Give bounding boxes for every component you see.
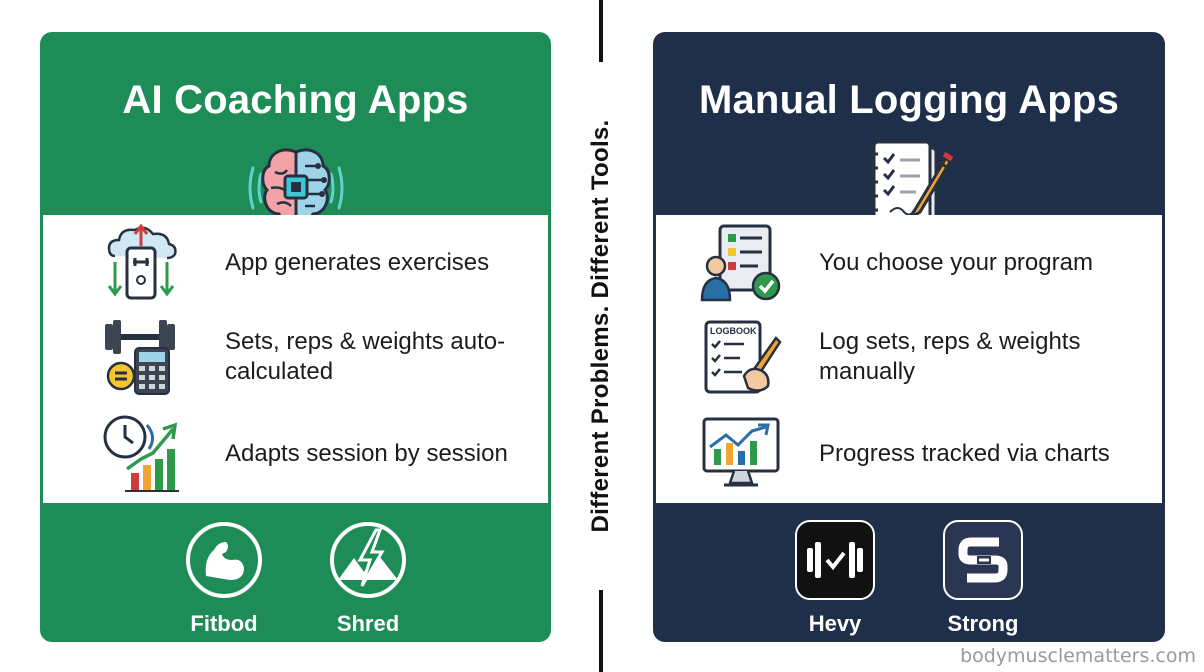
clock-growth-chart-icon: [103, 415, 179, 492]
cloud-phone-workout-icon: [107, 223, 177, 300]
app-fitbod: Fitbod: [179, 520, 269, 637]
ai-feature-row: Sets, reps & weights auto-calculated: [43, 314, 548, 400]
ai-brain-chip-icon: [248, 148, 343, 225]
manual-feature-text: You choose your program: [819, 249, 1093, 276]
manual-app-examples: Hevy Strong: [653, 520, 1165, 636]
manual-feature-row: You choose your program: [656, 220, 1162, 306]
lightning-mountain-icon: [330, 522, 406, 598]
ai-feature-text: Sets, reps & weights auto-calculated: [225, 328, 506, 385]
dumbbell-check-icon: [795, 520, 875, 600]
watermark: bodymusclematters.com: [960, 645, 1196, 667]
manual-feature-text: Log sets, reps & weights manually: [819, 328, 1081, 385]
flexed-arm-icon: [186, 522, 262, 598]
ai-coaching-panel: AI Coaching Apps App generates exercises: [40, 32, 551, 642]
app-hevy: Hevy: [790, 520, 880, 637]
manual-feature-row: Progress tracked via charts: [656, 411, 1162, 497]
app-shred: Shred: [323, 520, 413, 637]
divider-label: Different Problems. Different Tools.: [587, 119, 614, 533]
ai-feature-text: Adapts session by session: [225, 440, 508, 467]
person-checklist-tablet-icon: [700, 224, 781, 302]
ai-feature-row: App generates exercises: [43, 220, 548, 306]
manual-logging-title: Manual Logging Apps: [698, 78, 1120, 122]
dumbbell-calculator-icon: [105, 320, 175, 395]
divider-label-box: Different Problems. Different Tools.: [576, 62, 626, 590]
logbook-label: LOGBOOK: [710, 326, 757, 336]
notepad-pencil-icon: [870, 140, 954, 230]
ai-feature-row: Adapts session by session: [43, 411, 548, 497]
manual-logging-panel: Manual Logging Apps You choose your prog…: [653, 32, 1165, 642]
monitor-chart-icon: [702, 417, 780, 487]
ai-app-examples: Fitbod Shred: [40, 520, 551, 636]
ai-feature-list: App generates exercises Sets, reps & wei…: [43, 215, 548, 503]
logbook-hand-pen-icon: LOGBOOK: [704, 320, 782, 394]
app-strong: Strong: [938, 520, 1028, 637]
app-name-strong: Strong: [947, 611, 1019, 636]
ai-feature-text: App generates exercises: [225, 249, 490, 276]
ai-coaching-title: AI Coaching Apps: [122, 78, 469, 122]
manual-feature-row: LOGBOOK Log sets, reps & weights manuall…: [656, 314, 1162, 400]
manual-feature-list: You choose your program LOGBOOK Log sets…: [656, 215, 1162, 503]
manual-feature-text: Progress tracked via charts: [819, 440, 1110, 467]
strong-s-dumbbell-icon: [943, 520, 1023, 600]
app-name-fitbod: Fitbod: [190, 611, 258, 636]
app-name-shred: Shred: [336, 611, 400, 636]
app-name-hevy: Hevy: [808, 611, 862, 636]
